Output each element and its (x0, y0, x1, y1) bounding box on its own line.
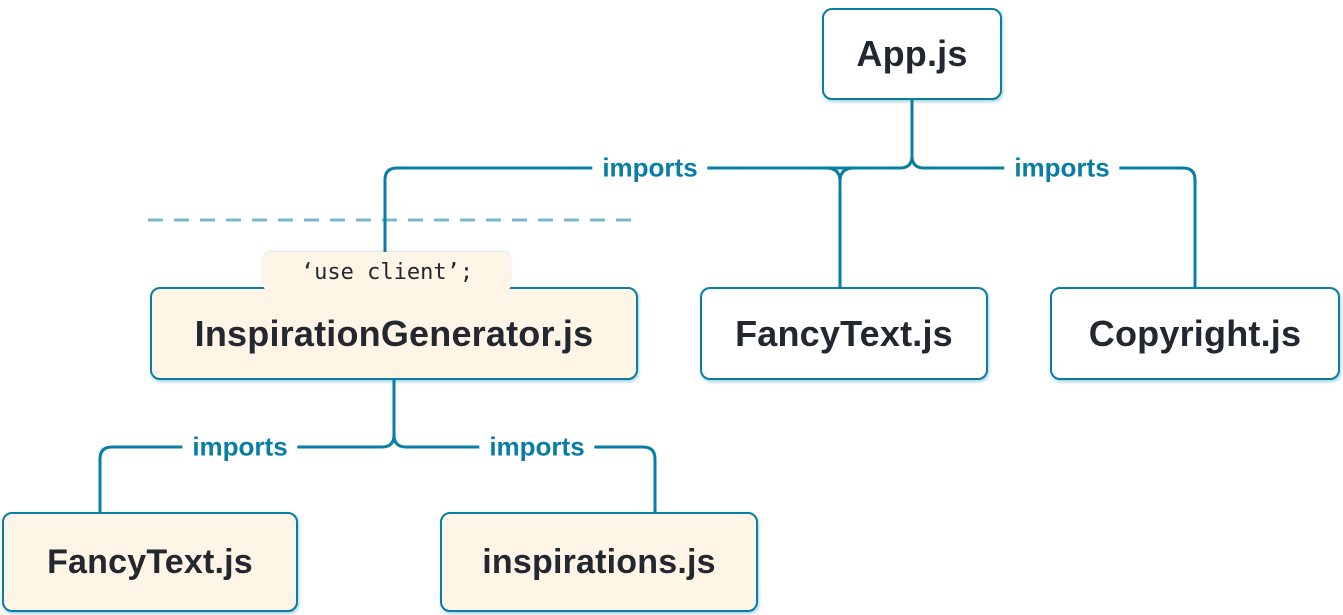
node-copyright-js: Copyright.js (1050, 287, 1340, 380)
node-fancytext-js-bottom: FancyText.js (2, 512, 298, 612)
node-app-js-label: App.js (856, 33, 968, 74)
node-copyright-js-label: Copyright.js (1088, 312, 1302, 354)
node-inspiration-generator-js: InspirationGenerator.js (150, 287, 638, 380)
edge-label-imports-bottom-right: imports (479, 429, 595, 465)
edge-app-to-fancytext-merge (825, 166, 842, 182)
use-client-directive: ‘use client’; (263, 252, 511, 292)
edge-label-imports-top-right: imports (1004, 150, 1120, 186)
node-app-js: App.js (822, 8, 1002, 100)
edge-app-to-fancytext (838, 166, 855, 287)
node-fancytext-js-top: FancyText.js (700, 287, 988, 380)
edge-label-imports-bottom-left: imports (182, 429, 298, 465)
edge-app-to-copyright (910, 100, 1197, 287)
edge-label-imports-top-left: imports (592, 150, 708, 186)
node-inspirations-js-label: inspirations.js (482, 542, 716, 581)
node-inspiration-generator-js-label: InspirationGenerator.js (194, 312, 594, 354)
node-fancytext-js-bottom-label: FancyText.js (47, 542, 253, 581)
node-inspirations-js: inspirations.js (440, 512, 758, 612)
node-fancytext-js-top-label: FancyText.js (735, 312, 953, 354)
